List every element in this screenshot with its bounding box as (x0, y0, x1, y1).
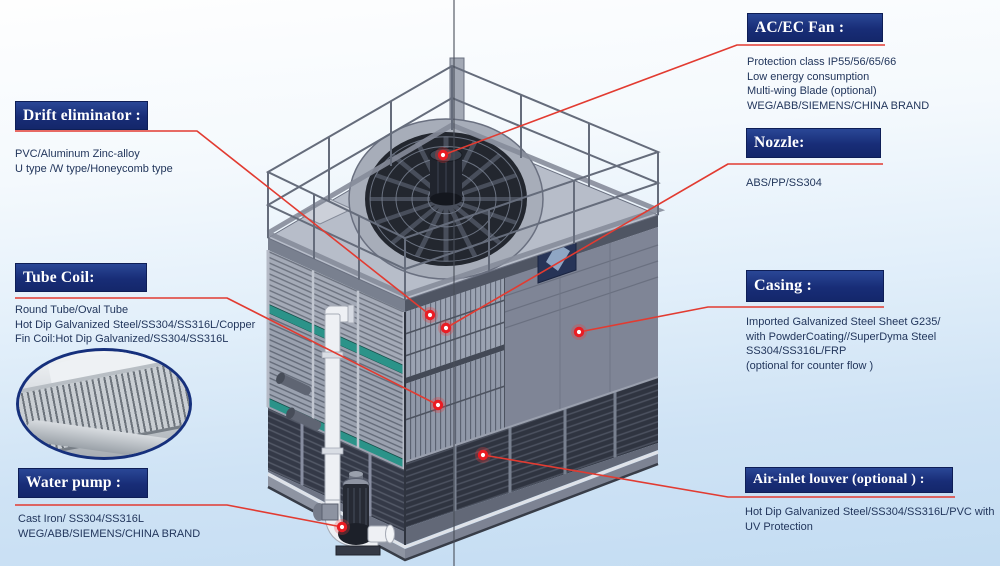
callout-dot-tube-coil (430, 397, 446, 413)
water-pump (313, 471, 395, 556)
callout-desc-air-inlet-louver: Hot Dip Galvanized Steel/SS304/SS316L/PV… (745, 506, 995, 533)
callout-ac-ec-fan: AC/EC Fan : Protection class IP55/56/65/… (747, 13, 929, 113)
callout-line-air-inlet-louver (482, 454, 955, 498)
callout-dot-nozzle (438, 320, 454, 336)
callout-line-casing (578, 306, 884, 333)
louver-panels-right (405, 377, 658, 528)
vertical-seam-line (453, 0, 455, 566)
callout-casing: Casing : Imported Galvanized Steel Sheet… (746, 270, 940, 373)
callout-title-nozzle: Nozzle: (746, 128, 881, 158)
callout-desc-nozzle: ABS/PP/SS304 (746, 177, 822, 189)
callout-desc-casing: Imported Galvanized Steel Sheet G235/ wi… (746, 316, 941, 372)
callout-line-drift-eliminator (15, 130, 431, 316)
right-face (404, 215, 659, 545)
callout-dot-air-inlet-louver (475, 447, 491, 463)
coil-connection-stubs (276, 372, 322, 431)
handrail (265, 64, 666, 300)
callout-desc-drift-eliminator: PVC/Aluminum Zinc-alloy U type /W type/H… (15, 148, 173, 175)
tube-coil-photo (16, 348, 192, 460)
callout-dot-drift-eliminator (422, 307, 438, 323)
coil-panels-right (405, 350, 505, 462)
callout-desc-tube-coil: Round Tube/Oval Tube Hot Dip Galvanized … (15, 304, 256, 346)
callout-title-water-pump: Water pump : (18, 468, 148, 498)
callout-title-casing: Casing : (746, 270, 884, 302)
callout-tube-coil: Tube Coil: Round Tube/Oval Tube Hot Dip … (15, 263, 255, 347)
callout-nozzle: Nozzle: ABS/PP/SS304 (746, 128, 881, 191)
callout-title-tube-coil: Tube Coil: (15, 263, 147, 292)
callout-line-ac-ec-fan (442, 44, 885, 156)
callout-line-water-pump (15, 504, 343, 528)
callout-title-ac-ec-fan: AC/EC Fan : (747, 13, 883, 42)
callout-line-tube-coil (15, 297, 439, 406)
callout-desc-water-pump: Cast Iron/ SS304/SS316L WEG/ABB/SIEMENS/… (18, 513, 201, 540)
callout-title-air-inlet-louver: Air-inlet louver (optional ) : (745, 467, 953, 493)
fill-media-panels (405, 278, 505, 378)
callout-water-pump: Water pump : Cast Iron/ SS304/SS316L WEG… (18, 468, 200, 541)
callout-title-drift-eliminator: Drift eliminator : (15, 101, 148, 130)
callout-drift-eliminator: Drift eliminator : PVC/Aluminum Zinc-all… (15, 101, 173, 176)
callout-dot-water-pump (334, 519, 350, 535)
callout-dots (334, 147, 587, 535)
callout-desc-ac-ec-fan: Protection class IP55/56/65/66 Low energ… (747, 56, 930, 112)
callout-line-nozzle (445, 163, 883, 329)
callout-dot-ac-ec-fan (435, 147, 451, 163)
callout-air-inlet-louver: Air-inlet louver (optional ) : Hot Dip G… (745, 467, 994, 534)
callout-dot-casing (571, 324, 587, 340)
